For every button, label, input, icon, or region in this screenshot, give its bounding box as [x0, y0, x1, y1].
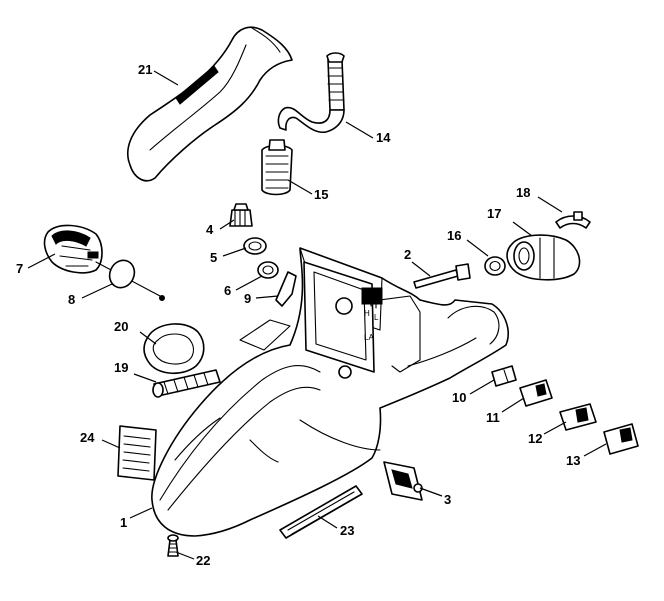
callout-9: 9 — [244, 291, 251, 306]
callout-10: 10 — [452, 390, 466, 405]
part-16-washer — [484, 256, 506, 276]
part-5-ring — [243, 237, 267, 255]
part-9-lever — [275, 271, 297, 307]
part-12-clip — [559, 403, 597, 431]
callout-3: 3 — [444, 492, 451, 507]
callout-24: 24 — [80, 430, 95, 445]
callout-15: 15 — [314, 187, 328, 202]
part-2-bolt — [413, 263, 471, 289]
housing-markings: H L LA — [364, 309, 379, 342]
part-19-spring — [152, 369, 221, 398]
callout-14: 14 — [376, 130, 391, 145]
callout-1: 1 — [120, 515, 127, 530]
callout-16: 16 — [447, 228, 461, 243]
callout-7: 7 — [16, 261, 23, 276]
callout-22: 22 — [196, 553, 210, 568]
callout-2: 2 — [404, 247, 411, 262]
callout-11: 11 — [486, 410, 500, 425]
callout-6: 6 — [224, 283, 231, 298]
part-17-intake-boot — [506, 234, 581, 281]
leader-lines — [27, 70, 607, 560]
callout-18: 18 — [516, 185, 530, 200]
callout-23: 23 — [340, 523, 354, 538]
callout-labels: 21 14 15 4 5 6 7 8 9 20 19 2 16 17 18 10… — [16, 62, 580, 568]
part-18-clamp — [555, 211, 591, 229]
part-1-main-housing — [151, 247, 509, 537]
callout-5: 5 — [210, 250, 217, 265]
part-22-screw — [167, 534, 179, 557]
housing-mark-l: L — [374, 313, 379, 322]
part-4-plug — [229, 203, 253, 227]
callout-12: 12 — [528, 431, 542, 446]
part-11-clip — [519, 379, 553, 407]
part-21-handle-cover — [126, 26, 293, 182]
part-10-clip — [491, 365, 517, 387]
part-13-clip — [603, 423, 639, 455]
part-8-o-ring — [108, 259, 136, 289]
callout-13: 13 — [566, 453, 580, 468]
part-20-gasket — [143, 323, 205, 375]
callout-4: 4 — [206, 222, 214, 237]
part-6-grommet — [257, 261, 279, 279]
part-24-label — [117, 425, 157, 481]
part-3-plate — [383, 461, 423, 501]
housing-mark-h: H — [364, 309, 370, 318]
part-15-fuel-filter — [261, 139, 293, 196]
callout-21: 21 — [138, 62, 152, 77]
callout-8: 8 — [68, 292, 75, 307]
part-23-strip — [279, 485, 363, 539]
part-14-fuel-hose — [277, 52, 345, 134]
callout-17: 17 — [487, 206, 501, 221]
housing-mark-la: LA — [364, 333, 374, 342]
callout-19: 19 — [114, 360, 128, 375]
part-7-pump-assembly — [43, 224, 165, 301]
callout-20: 20 — [114, 319, 128, 334]
